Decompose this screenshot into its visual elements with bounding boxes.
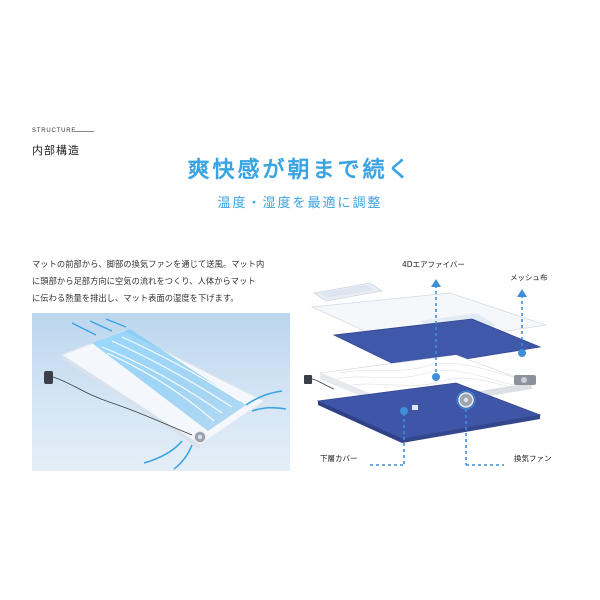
inflow-arrows [72,319,126,335]
label-air-fiber: 4Dエアファイバー [402,259,465,270]
exploded-layers [300,255,575,470]
cover-tag-icon [412,405,418,410]
section-rule [72,131,94,132]
mat-airflow-illustration [32,313,290,471]
description-line: に伝わる熱量を排出し、マット表面の湿度を下げます。 [32,290,292,307]
controller-icon [304,375,312,384]
mat-photo [32,313,290,471]
controller-icon [44,371,53,384]
structure-diagram: 4Dエアファイバー メッシュ布 下層カバー 換気ファン [300,255,575,470]
description: マットの前部から、脚部の換気ファンを通じて送風。マット内 に頭部から足部方向に空… [32,256,292,307]
description-line: に頭部から足部方向に空気の流れをつくり、人体からマット [32,273,292,290]
label-fan: 換気ファン [514,453,552,464]
headline: 爽快感が朝まで続く [0,152,600,184]
label-lower-cover: 下層カバー [320,453,358,464]
subhead: 温度・湿度を最適に調整 [0,192,600,211]
label-mesh: メッシュ布 [510,272,548,283]
description-line: マットの前部から、脚部の換気ファンを通じて送風。マット内 [32,256,292,273]
section-label: STRUCTURE [32,128,76,134]
